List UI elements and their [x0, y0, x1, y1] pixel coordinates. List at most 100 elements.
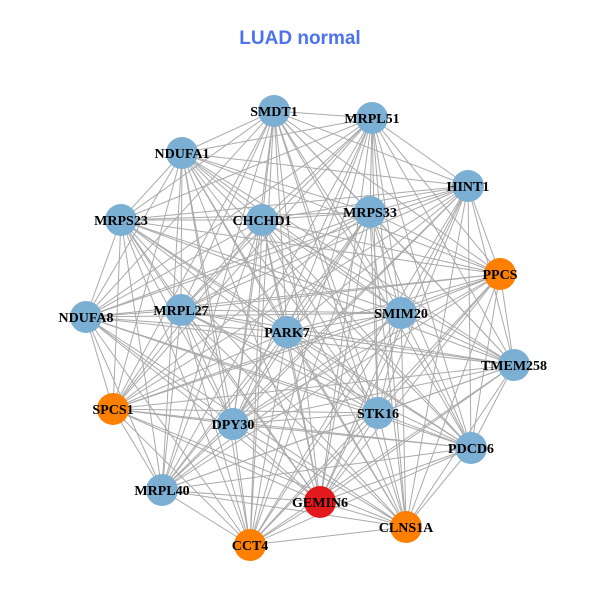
node-ndufa8: NDUFA8 — [59, 301, 114, 333]
edge-mrps33-gemin6 — [319, 211, 371, 503]
edge-smdt1-ppcs — [273, 110, 501, 275]
edge-dpy30-cct4 — [232, 423, 251, 546]
edge-mrpl27-smim20 — [180, 309, 402, 314]
node-circle — [165, 294, 197, 326]
node-circle — [362, 397, 394, 429]
edge-mrps23-ppcs — [120, 219, 501, 275]
edge-mrps23-ndufa8 — [85, 219, 122, 318]
edge-smim20-tmem258 — [400, 312, 515, 366]
node-circle — [70, 301, 102, 333]
edge-tmem258-dpy30 — [232, 364, 515, 425]
edge-park7-tmem258 — [286, 331, 515, 366]
edge-hint1-cct4 — [249, 185, 469, 546]
edge-ppcs-ndufa8 — [85, 273, 501, 318]
edge-smdt1-ndufa1 — [181, 110, 275, 154]
edge-hint1-smim20 — [400, 185, 469, 314]
edge-mrpl27-pdcd6 — [180, 309, 472, 449]
edge-tmem258-cct4 — [249, 364, 515, 546]
edge-mrps23-park7 — [120, 219, 288, 333]
figure-title: LUAD normal — [239, 28, 361, 49]
edge-mrpl51-hint1 — [371, 117, 469, 187]
edge-tmem258-gemin6 — [319, 364, 515, 503]
edge-smim20-cct4 — [249, 312, 402, 546]
node-spcs1: SPCS1 — [92, 393, 134, 425]
node-circle — [271, 316, 303, 348]
edge-smdt1-mrpl51 — [273, 110, 373, 119]
node-circle — [390, 511, 422, 543]
edge-ppcs-mrpl27 — [180, 273, 501, 311]
edge-smdt1-clns1a — [273, 110, 407, 528]
edge-mrps33-cct4 — [249, 211, 371, 546]
edge-mrps33-tmem258 — [369, 211, 515, 366]
edge-stk16-pdcd6 — [377, 412, 472, 449]
node-circle — [166, 137, 198, 169]
edge-mrpl27-clns1a — [180, 309, 407, 528]
node-label: GEMIN6 — [292, 496, 348, 511]
edge-mrps33-dpy30 — [232, 211, 371, 425]
edge-ndufa1-gemin6 — [181, 152, 321, 503]
edge-smim20-park7 — [286, 312, 402, 333]
node-circle — [498, 349, 530, 381]
edge-park7-dpy30 — [232, 331, 288, 425]
edge-park7-spcs1 — [112, 331, 288, 410]
edge-tmem258-spcs1 — [112, 364, 515, 410]
node-circle — [452, 170, 484, 202]
edge-smim20-pdcd6 — [400, 312, 472, 449]
node-mrpl27: MRPL27 — [153, 294, 209, 326]
node-label: TMEM258 — [481, 359, 547, 374]
edge-mrpl27-park7 — [180, 309, 288, 333]
edge-ppcs-stk16 — [377, 273, 501, 414]
edge-ndufa1-stk16 — [181, 152, 379, 414]
node-label: CHCHD1 — [232, 214, 291, 229]
node-mrpl51: MRPL51 — [344, 102, 400, 134]
edge-mrpl27-cct4 — [180, 309, 251, 546]
node-label: MRPS23 — [94, 214, 148, 229]
edge-mrps23-smim20 — [120, 219, 402, 314]
node-park7: PARK7 — [264, 316, 310, 348]
edge-park7-gemin6 — [286, 331, 321, 503]
node-circle — [105, 204, 137, 236]
edge-mrps23-mrpl40 — [120, 219, 163, 491]
edge-pdcd6-gemin6 — [319, 447, 472, 503]
edge-hint1-mrpl40 — [161, 185, 469, 491]
node-circle — [217, 408, 249, 440]
edge-ndufa1-spcs1 — [112, 152, 183, 410]
edge-hint1-stk16 — [377, 185, 469, 414]
edge-mrps33-ppcs — [369, 211, 501, 275]
edge-mrpl40-clns1a — [161, 489, 407, 528]
edge-spcs1-stk16 — [112, 408, 379, 414]
edge-mrpl51-mrpl40 — [161, 117, 373, 491]
edge-mrpl51-ndufa8 — [85, 117, 373, 318]
edge-smim20-spcs1 — [112, 312, 402, 410]
node-chchd1: CHCHD1 — [232, 204, 292, 236]
node-hint1: HINT1 — [447, 170, 489, 202]
node-label: MRPL51 — [344, 112, 399, 127]
node-label: NDUFA8 — [59, 311, 114, 326]
node-label: PARK7 — [264, 326, 310, 341]
node-circle — [234, 529, 266, 561]
edge-mrpl40-cct4 — [161, 489, 251, 546]
edge-ppcs-smim20 — [400, 273, 501, 314]
node-mrps23: MRPS23 — [94, 204, 148, 236]
node-ndufa1: NDUFA1 — [155, 137, 210, 169]
edge-chchd1-gemin6 — [261, 219, 321, 503]
edge-smim20-gemin6 — [319, 312, 402, 503]
node-label: SMDT1 — [250, 105, 297, 120]
edge-hint1-mrps33 — [369, 185, 469, 213]
edge-dpy30-mrpl40 — [161, 423, 234, 491]
edge-ndufa1-chchd1 — [181, 152, 263, 221]
edge-park7-clns1a — [286, 331, 407, 528]
edge-mrpl51-ndufa1 — [181, 117, 373, 154]
edge-mrpl51-mrps23 — [120, 117, 373, 221]
node-label: PDCD6 — [448, 442, 494, 457]
edge-mrpl27-stk16 — [180, 309, 379, 414]
node-clns1a: CLNS1A — [379, 511, 434, 543]
edge-pdcd6-cct4 — [249, 447, 472, 546]
edge-mrpl51-ppcs — [371, 117, 501, 275]
node-circle — [455, 432, 487, 464]
node-label: NDUFA1 — [155, 147, 210, 162]
edge-spcs1-clns1a — [112, 408, 407, 528]
edge-mrpl27-gemin6 — [180, 309, 321, 503]
node-stk16: STK16 — [357, 397, 399, 429]
